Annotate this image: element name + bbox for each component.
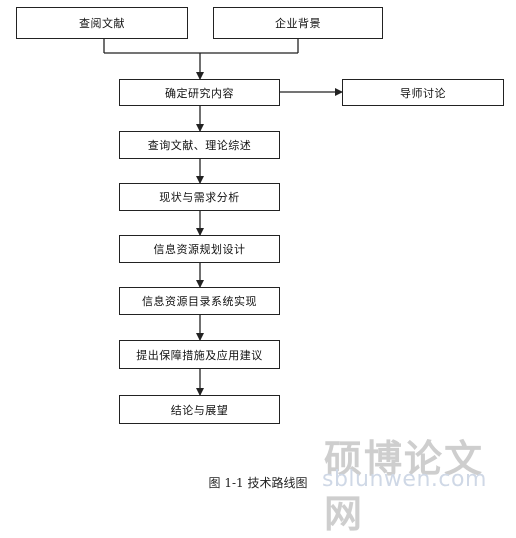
box-xinxi-ziyuan-guihua: 信息资源规划设计 bbox=[119, 235, 280, 263]
box-jielun-zhanwang: 结论与展望 bbox=[119, 395, 280, 424]
box-chaxun-wenxian-zongshu: 查询文献、理论综述 bbox=[119, 131, 280, 159]
box-xianzhuang-xuqiu-fenxi: 现状与需求分析 bbox=[119, 183, 280, 211]
box-qiye-beijing: 企业背景 bbox=[213, 7, 383, 39]
box-chaoyue-wenxian: 查阅文献 bbox=[16, 7, 188, 39]
figure-caption: 图 1-1 技术路线图 bbox=[208, 476, 308, 490]
box-baozhang-cuoshi-jianyi: 提出保障措施及应用建议 bbox=[119, 340, 280, 369]
box-mulu-xitong-shixian: 信息资源目录系统实现 bbox=[119, 287, 280, 315]
watermark-url: sblunwen.com bbox=[322, 467, 487, 492]
connector-arrows bbox=[103, 39, 343, 396]
box-daoshi-taolun: 导师讨论 bbox=[342, 79, 504, 106]
box-queding-yanjiu-neirong: 确定研究内容 bbox=[119, 79, 280, 106]
